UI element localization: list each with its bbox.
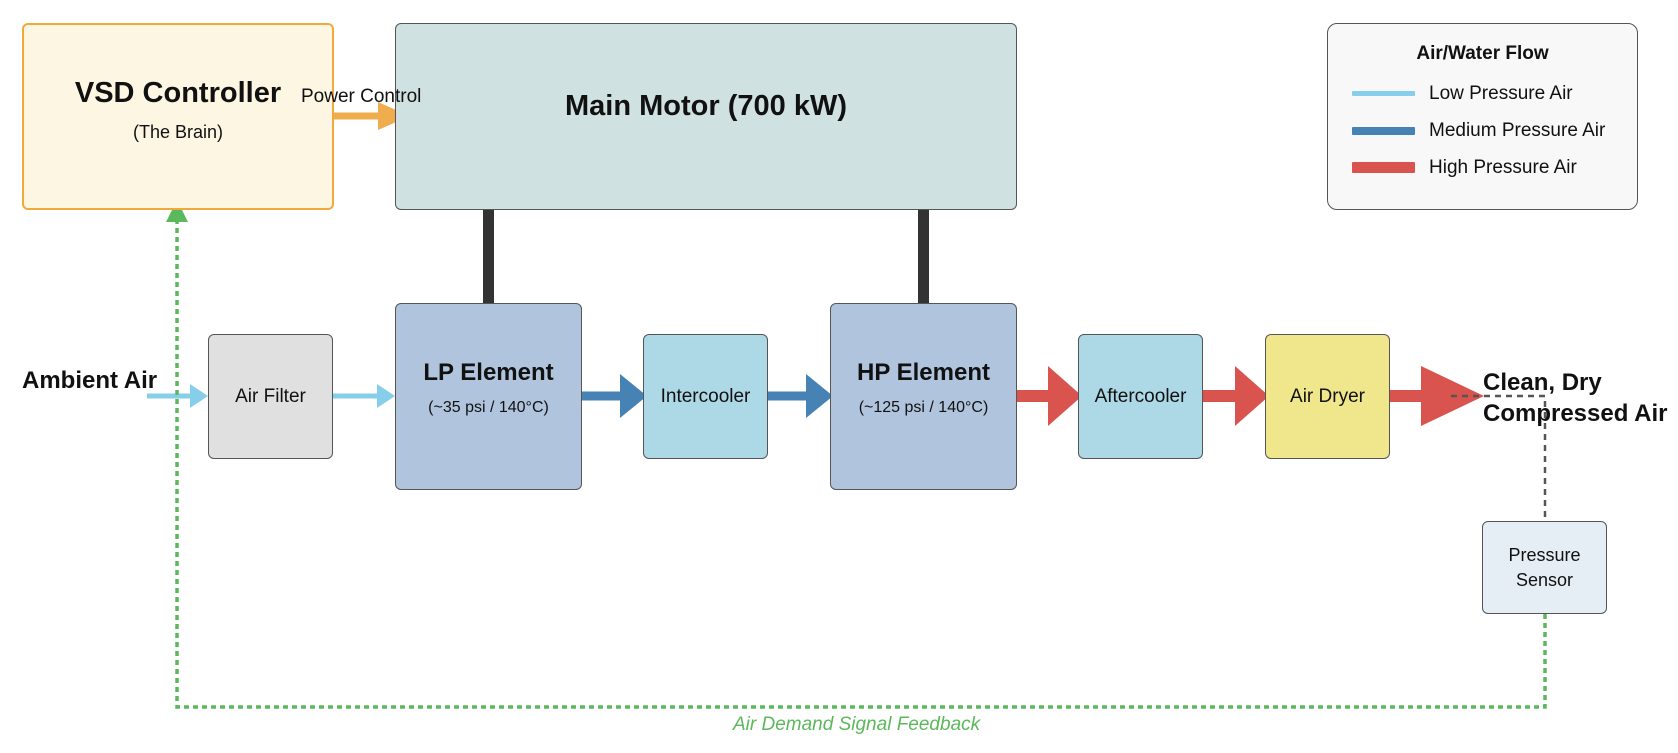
feedback-signal-line bbox=[175, 222, 1547, 709]
legend: Air/Water Flow Low Pressure Air Medium P… bbox=[1327, 23, 1638, 210]
main-motor-title: Main Motor (700 kW) bbox=[565, 90, 847, 122]
air-filter-box: Air Filter bbox=[208, 334, 333, 459]
lp-element-box: LP Element (~35 psi / 140°C) bbox=[395, 303, 582, 490]
hp-to-aftercooler-arrowhead bbox=[1048, 366, 1082, 426]
hp-element-spec: (~125 psi / 140°C) bbox=[858, 398, 989, 416]
aftercooler-to-dryer-arrowhead bbox=[1235, 366, 1269, 426]
power-control-arrowhead bbox=[378, 102, 410, 130]
intercooler-to-hp-arrowhead bbox=[806, 374, 833, 418]
ambient-to-filter-arrowhead bbox=[190, 384, 208, 408]
pressure-sensor-label-line2: Sensor bbox=[1515, 569, 1574, 590]
legend-label-low-pressure: Low Pressure Air bbox=[1429, 82, 1573, 104]
legend-swatch-medium-pressure bbox=[1352, 126, 1415, 135]
vsd-controller-box: VSD Controller (The Brain) bbox=[22, 23, 334, 210]
legend-title: Air/Water Flow bbox=[1416, 43, 1549, 64]
power-control-label: Power Control bbox=[301, 86, 422, 107]
filter-to-lp-arrowhead bbox=[377, 384, 395, 408]
lp-element-spec: (~35 psi / 140°C) bbox=[428, 398, 549, 416]
legend-label-medium-pressure: Medium Pressure Air bbox=[1429, 119, 1606, 141]
feedback-signal-label: Air Demand Signal Feedback bbox=[733, 714, 981, 735]
output-label-line1: Clean, Dry bbox=[1483, 369, 1602, 396]
compressed-air-output-label: Clean, Dry Compressed Air bbox=[1483, 367, 1668, 429]
output-label-line2: Compressed Air bbox=[1483, 400, 1668, 427]
legend-swatch-low-pressure bbox=[1352, 91, 1415, 96]
legend-item-medium-pressure: Medium Pressure Air bbox=[1328, 112, 1637, 149]
lp-to-intercooler-arrowhead bbox=[620, 374, 647, 418]
air-dryer-box: Air Dryer bbox=[1265, 334, 1390, 459]
aftercooler-box: Aftercooler bbox=[1078, 334, 1203, 459]
lp-drive-shaft bbox=[483, 210, 494, 303]
pressure-sensor-label-line1: Pressure bbox=[1508, 544, 1581, 565]
sensor-tap-line bbox=[1451, 394, 1547, 521]
legend-item-low-pressure: Low Pressure Air bbox=[1328, 75, 1637, 112]
ambient-air-label: Ambient Air bbox=[22, 367, 158, 394]
air-dryer-label: Air Dryer bbox=[1290, 385, 1365, 407]
intercooler-label: Intercooler bbox=[660, 385, 751, 407]
air-filter-label: Air Filter bbox=[235, 385, 306, 407]
main-motor-box: Main Motor (700 kW) bbox=[395, 23, 1017, 210]
feedback-signal-arrowhead bbox=[166, 200, 188, 222]
pressure-sensor-box: Pressure Sensor bbox=[1482, 521, 1607, 614]
hp-element-box: HP Element (~125 psi / 140°C) bbox=[830, 303, 1017, 490]
vsd-controller-subtitle: (The Brain) bbox=[132, 122, 224, 142]
intercooler-box: Intercooler bbox=[643, 334, 768, 459]
hp-drive-shaft bbox=[918, 210, 929, 303]
aftercooler-label: Aftercooler bbox=[1094, 385, 1187, 407]
vsd-controller-title: VSD Controller bbox=[74, 77, 282, 109]
legend-item-high-pressure: High Pressure Air bbox=[1328, 149, 1637, 186]
hp-element-title: HP Element bbox=[857, 358, 990, 386]
lp-element-title: LP Element bbox=[423, 358, 554, 386]
legend-swatch-high-pressure bbox=[1352, 162, 1415, 173]
legend-label-high-pressure: High Pressure Air bbox=[1429, 156, 1577, 178]
